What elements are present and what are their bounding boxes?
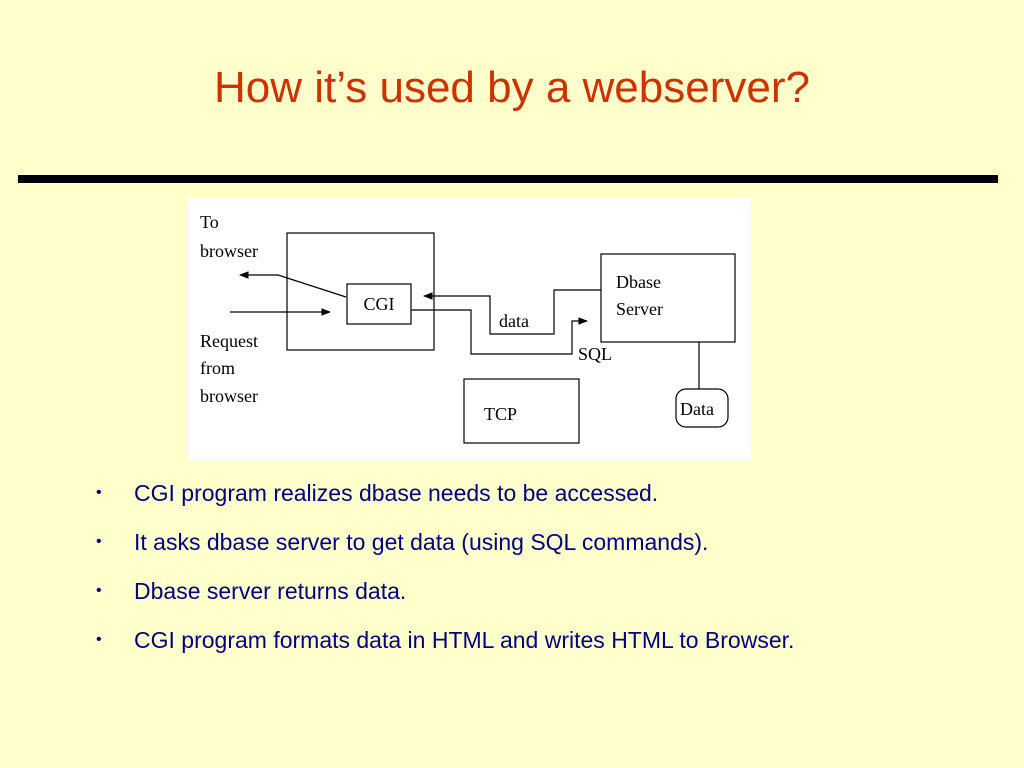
sql-query-arrow: [411, 309, 588, 355]
request-label-line3: browser: [200, 386, 258, 406]
bullet-item: • It asks dbase server to get data (usin…: [96, 527, 896, 557]
cgi-to-browser-arrow: [239, 271, 347, 298]
bullet-text: It asks dbase server to get data (using …: [134, 529, 709, 555]
bullet-item: • Dbase server returns data.: [96, 576, 896, 606]
bullet-list: • CGI program realizes dbase needs to be…: [96, 478, 896, 674]
title-divider: [18, 175, 998, 183]
tcp-box: [463, 378, 580, 444]
data-flow-label: data: [499, 311, 529, 331]
data-return-arrow: [423, 289, 601, 335]
slide-title: How it’s used by a webserver?: [214, 63, 810, 112]
bullet-text: CGI program realizes dbase needs to be a…: [134, 480, 659, 506]
bullet-marker: •: [96, 533, 102, 550]
dbase-label-line2: Server: [616, 299, 663, 319]
bullet-text: CGI program formats data in HTML and wri…: [134, 627, 795, 653]
bullet-item: • CGI program formats data in HTML and w…: [96, 625, 896, 655]
tcp-label: TCP: [484, 404, 517, 424]
bullet-marker: •: [96, 484, 102, 501]
cgi-diagram: CGI Dbase Server TCP Data To browser Req…: [188, 197, 751, 461]
bullet-item: • CGI program realizes dbase needs to be…: [96, 478, 896, 508]
cgi-box: [346, 283, 412, 325]
bullet-marker: •: [96, 631, 102, 648]
bullet-text: Dbase server returns data.: [134, 578, 407, 604]
cgi-diagram-svg: CGI Dbase Server TCP Data To browser Req…: [200, 212, 736, 444]
request-label-line2: from: [200, 358, 235, 378]
to-browser-label-line1: To: [200, 212, 219, 232]
webserver-box: [286, 232, 435, 351]
bullet-marker: •: [96, 582, 102, 599]
sql-flow-label: SQL: [578, 344, 612, 364]
data-store-label: Data: [680, 399, 714, 419]
dbase-server-box: [600, 253, 736, 343]
cgi-label: CGI: [364, 294, 395, 314]
request-label-line1: Request: [200, 331, 258, 351]
dbase-label-line1: Dbase: [616, 272, 661, 292]
data-store-box: [675, 388, 729, 428]
to-browser-label-line2: browser: [200, 241, 258, 261]
